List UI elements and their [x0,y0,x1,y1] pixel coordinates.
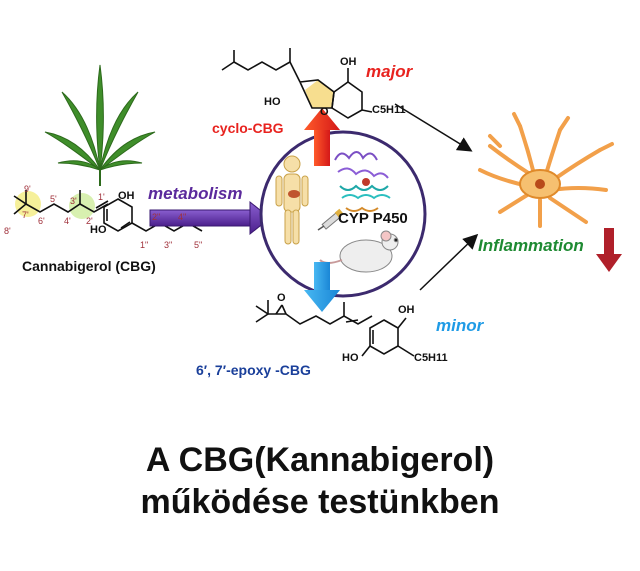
major-to-neuron-arrow [394,103,473,152]
epoxy-cbg-structure [255,300,415,357]
epoxy-c5h11-label: C5H11 [414,352,448,364]
major-label: major [366,62,413,81]
numbering-7p: 7' [22,210,29,220]
numbering-4pp: 4" [178,212,187,222]
neuron-icon [478,112,614,228]
minor-label: minor [436,316,484,335]
metabolism-label: metabolism [148,184,243,203]
inflammation-label: Inflammation [478,236,584,255]
cbg-name-label: Cannabigerol (CBG) [22,258,156,274]
metabolism-arrow [149,200,271,236]
major-arrow [304,108,340,166]
numbering-2p: 2' [86,216,93,226]
cyclo-c5h11-label: C5H11 [372,104,406,116]
syringe-icon [317,208,344,231]
numbering-5pp: 5" [194,240,203,250]
cyclo-cbg-structure [221,48,373,119]
cbg-ho-label: HO [90,224,107,236]
epoxy-o-label: O [277,292,286,304]
cyclo-o-label: O [320,106,329,118]
numbering-4p: 4' [64,216,71,226]
numbering-1p: 1' [98,192,105,202]
numbering-6p: 6' [38,216,45,226]
cannabis-leaf-icon [44,64,156,186]
epoxy-oh-label: OH [398,304,415,316]
cyclo-oh-label: OH [340,56,357,68]
minor-arrow [304,262,340,312]
numbering-2pp: 2" [152,212,161,222]
epoxy-ho-label: HO [342,352,359,364]
cbg-structure [13,190,203,232]
epoxy-cbg-label: 6′, 7′-epoxy -CBG [196,362,311,378]
caption-line-1: A CBG(Kannabigerol) [145,441,495,479]
cyclo-ho-label: HO [264,96,281,108]
numbering-1pp: 1" [140,240,149,250]
numbering-5p: 5' [50,194,57,204]
decrease-arrow [596,228,622,272]
numbering-9p: 9' [24,184,31,194]
cyp450-label: CYP P450 [338,210,408,227]
numbering-8p: 8' [4,226,11,236]
numbering-3pp: 3" [164,240,173,250]
human-body-icon [275,155,309,245]
minor-to-neuron-arrow [419,233,479,291]
cyclo-cbg-label: cyclo-CBG [212,120,284,136]
numbering-3p: 3' [70,196,77,206]
caption-line-2: működése testünkben [140,483,500,521]
cyp450-protein-icon [334,151,391,212]
cbg-oh-label: OH [118,190,135,202]
